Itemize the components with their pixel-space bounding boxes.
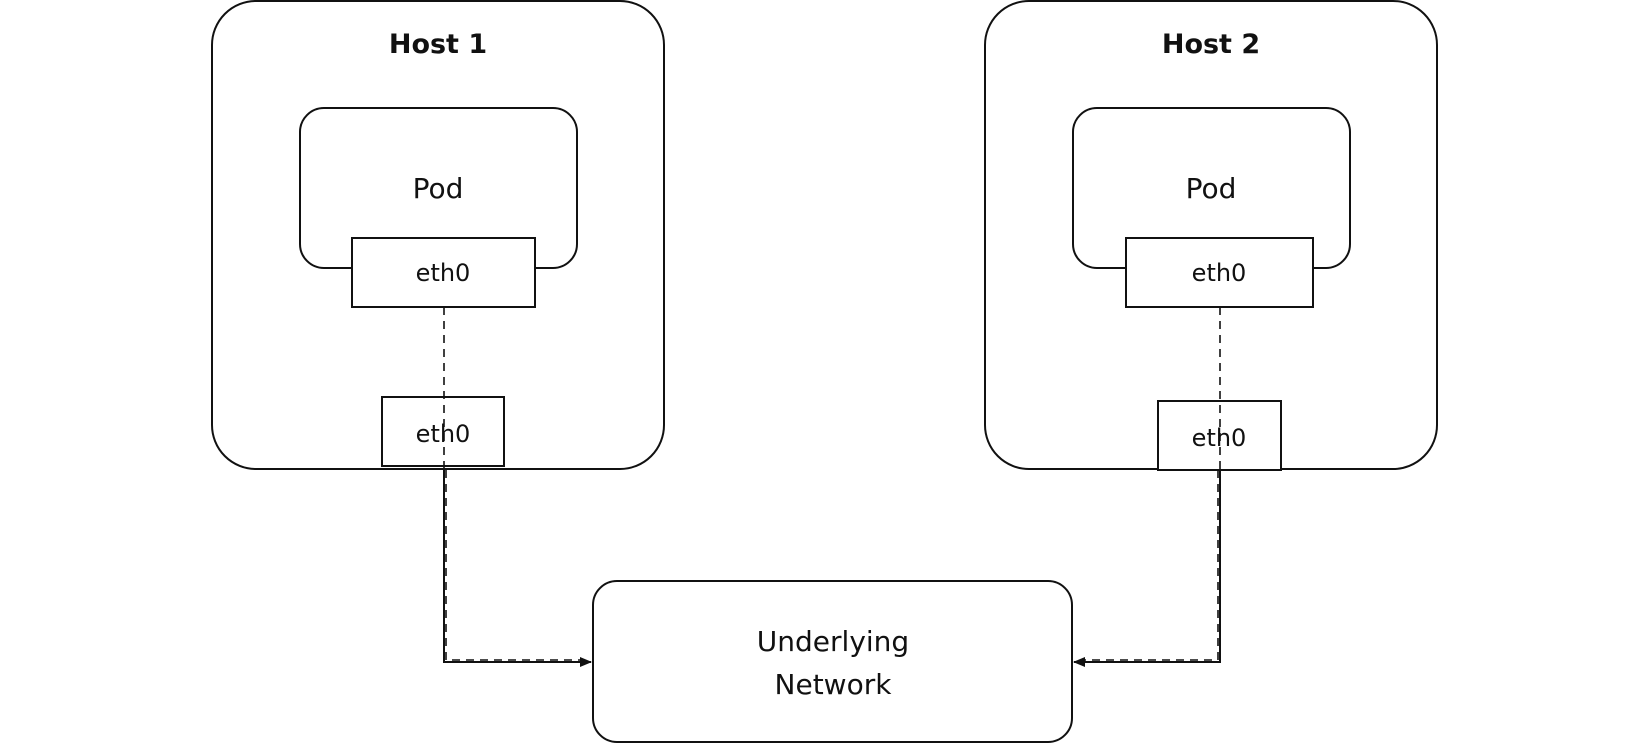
- host-2-eth0-label: eth0: [1192, 424, 1247, 452]
- host-2-to-network-arrow: [1073, 470, 1221, 667]
- host-1-pod-label: Pod: [413, 172, 464, 205]
- host-2-to-network-dash: [1085, 470, 1219, 661]
- host-2-pod-label: Pod: [1186, 172, 1237, 205]
- host-1-eth0-label: eth0: [416, 420, 471, 448]
- network-box: [592, 580, 1073, 743]
- host-1-to-network-dash: [445, 470, 580, 661]
- network-label-line1: Underlying: [757, 625, 909, 658]
- host-1-title: Host 1: [389, 29, 487, 60]
- host-2: Host 2 Pod eth0 eth0: [984, 0, 1438, 471]
- host-2-pod-eth0-label: eth0: [1192, 259, 1247, 287]
- host-2-title: Host 2: [1162, 29, 1260, 60]
- host-1-eth0-box: [381, 396, 505, 467]
- network-label-line2: Network: [775, 668, 893, 701]
- connectors: [443, 470, 1221, 667]
- underlying-network: Underlying Network: [592, 580, 1073, 743]
- host-1-to-network-arrow: [443, 470, 592, 667]
- host-1: Host 1 Pod eth0 eth0: [211, 0, 665, 470]
- host-1-pod-eth0-label: eth0: [416, 259, 471, 287]
